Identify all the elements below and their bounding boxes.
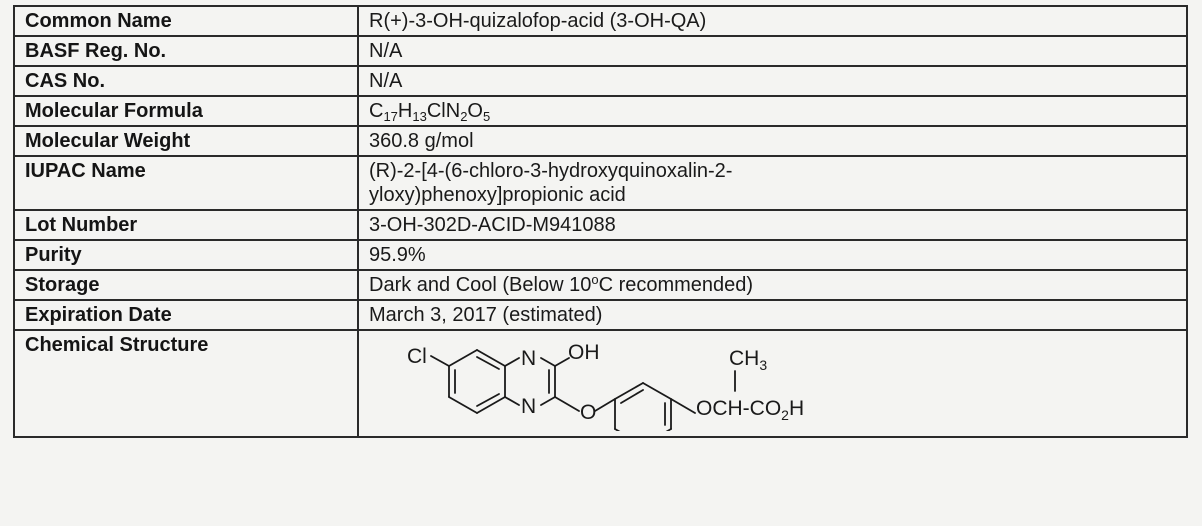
row-value-cas-no: N/A [357, 65, 1188, 97]
ch3-sub: 3 [759, 357, 767, 373]
row-label-lot-number: Lot Number [13, 209, 359, 241]
table-row: Expiration Date March 3, 2017 (estimated… [13, 299, 1188, 331]
row-value-chemical-structure: Cl N OH N O CH3 OCH-CO2H [357, 329, 1188, 438]
atom-n-bottom: N [521, 395, 536, 418]
iupac-line-2: yloxy)phenoxy]propionic acid [369, 184, 626, 206]
bond [642, 382, 672, 400]
acid-h: H [789, 397, 804, 420]
och-co-text: OCH-CO [696, 397, 781, 420]
row-label-common-name: Common Name [13, 5, 359, 37]
formula-c-count: 17 [383, 109, 398, 124]
formula-cln: ClN [426, 100, 461, 122]
bond [665, 428, 672, 431]
row-label-purity: Purity [13, 239, 359, 271]
bond [504, 396, 520, 406]
row-value-common-name: R(+)-3-OH-quizalofop-acid (3-OH-QA) [357, 5, 1188, 37]
bond [448, 396, 478, 414]
formula-h: H [397, 100, 413, 122]
bond [614, 428, 621, 431]
formula-h-count: 13 [412, 109, 427, 124]
atom-n-top: N [521, 347, 536, 370]
table-row: Purity 95.9% [13, 239, 1188, 271]
bond-double [476, 356, 500, 370]
bond-double [476, 393, 500, 407]
row-label-chemical-structure: Chemical Structure [13, 329, 359, 438]
table-row: Molecular Formula C17H13ClN2O5 [13, 95, 1188, 127]
row-value-storage: Dark and Cool (Below 10oC recommended) [357, 269, 1188, 301]
storage-text-b: C recommended) [598, 274, 754, 296]
group-ch3: CH3 [729, 347, 767, 373]
bond [554, 396, 580, 412]
table-row: IUPAC Name (R)-2-[4-(6-chloro-3-hydroxyq… [13, 155, 1188, 211]
degree-mark: o [591, 272, 599, 287]
formula-o-count: 5 [482, 109, 491, 124]
substance-properties-table: Common Name R(+)-3-OH-quizalofop-acid (3… [13, 5, 1188, 438]
row-value-molecular-weight: 360.8 g/mol [357, 125, 1188, 157]
bond [540, 357, 556, 367]
table-row: Storage Dark and Cool (Below 10oC recomm… [13, 269, 1188, 301]
atom-oh: OH [568, 341, 600, 364]
formula-n-count: 2 [460, 109, 468, 124]
row-label-iupac-name: IUPAC Name [13, 155, 359, 211]
row-label-expiration-date: Expiration Date [13, 299, 359, 331]
iupac-line-1: (R)-2-[4-(6-chloro-3-hydroxyquinoxalin-2… [369, 160, 733, 182]
co2-sub: 2 [781, 407, 789, 423]
row-value-molecular-formula: C17H13ClN2O5 [357, 95, 1188, 127]
bond [594, 398, 616, 412]
storage-text-a: Dark and Cool (Below 10 [369, 274, 592, 296]
bond [504, 357, 520, 367]
table-row: CAS No. N/A [13, 65, 1188, 97]
table-row: Lot Number 3-OH-302D-ACID-M941088 [13, 209, 1188, 241]
formula-c: C [369, 100, 384, 122]
bond [554, 357, 570, 367]
ch3-text: CH [729, 347, 759, 370]
table-row: BASF Reg. No. N/A [13, 35, 1188, 67]
atom-ether-o: O [580, 401, 596, 424]
row-label-molecular-formula: Molecular Formula [13, 95, 359, 127]
row-value-iupac-name: (R)-2-[4-(6-chloro-3-hydroxyquinoxalin-2… [357, 155, 1188, 211]
bond [476, 349, 506, 367]
formula-o: O [467, 100, 483, 122]
bond [476, 396, 506, 414]
row-label-molecular-weight: Molecular Weight [13, 125, 359, 157]
row-value-purity: 95.9% [357, 239, 1188, 271]
table-row: Molecular Weight 360.8 g/mol [13, 125, 1188, 157]
table-row: Chemical Structure [13, 329, 1188, 438]
row-value-lot-number: 3-OH-302D-ACID-M941088 [357, 209, 1188, 241]
group-och-co2h: OCH-CO2H [696, 397, 804, 423]
table-row: Common Name R(+)-3-OH-quizalofop-acid (3… [13, 5, 1188, 37]
atom-cl: Cl [407, 345, 427, 368]
row-label-basf-reg-no: BASF Reg. No. [13, 35, 359, 67]
row-value-basf-reg-no: N/A [357, 35, 1188, 67]
row-label-storage: Storage [13, 269, 359, 301]
bond [448, 349, 478, 367]
bond [430, 355, 450, 367]
bond [670, 398, 696, 414]
row-value-expiration-date: March 3, 2017 (estimated) [357, 299, 1188, 331]
bond [614, 382, 644, 400]
chemical-structure-diagram: Cl N OH N O CH3 OCH-CO2H [407, 341, 804, 431]
row-label-cas-no: CAS No. [13, 65, 359, 97]
bond [540, 396, 556, 406]
bond-double [620, 389, 644, 404]
